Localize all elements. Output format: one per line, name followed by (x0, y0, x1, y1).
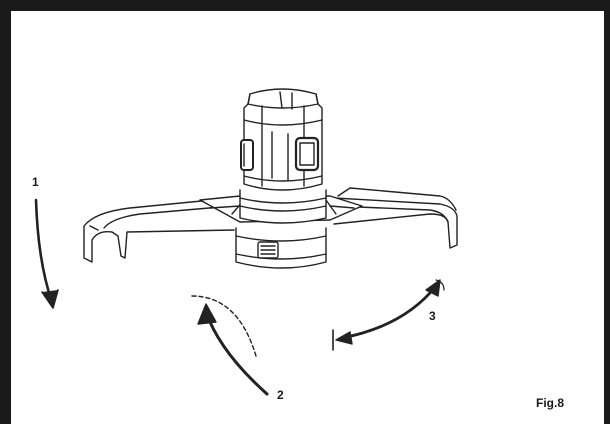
arrow-1 (34, 198, 59, 309)
figure-caption: Fig.8 (536, 396, 565, 410)
arrow-3 (332, 279, 445, 351)
arrow-2 (191, 295, 269, 396)
step-label-1: 1 (32, 175, 39, 189)
guard-right-wing (333, 187, 458, 249)
motor-head (240, 88, 323, 191)
step-label-3: 3 (429, 309, 436, 323)
step-label-2: 2 (277, 388, 284, 402)
spool-hub (235, 227, 327, 269)
collar (239, 189, 327, 224)
guard-left-wing (83, 197, 235, 263)
